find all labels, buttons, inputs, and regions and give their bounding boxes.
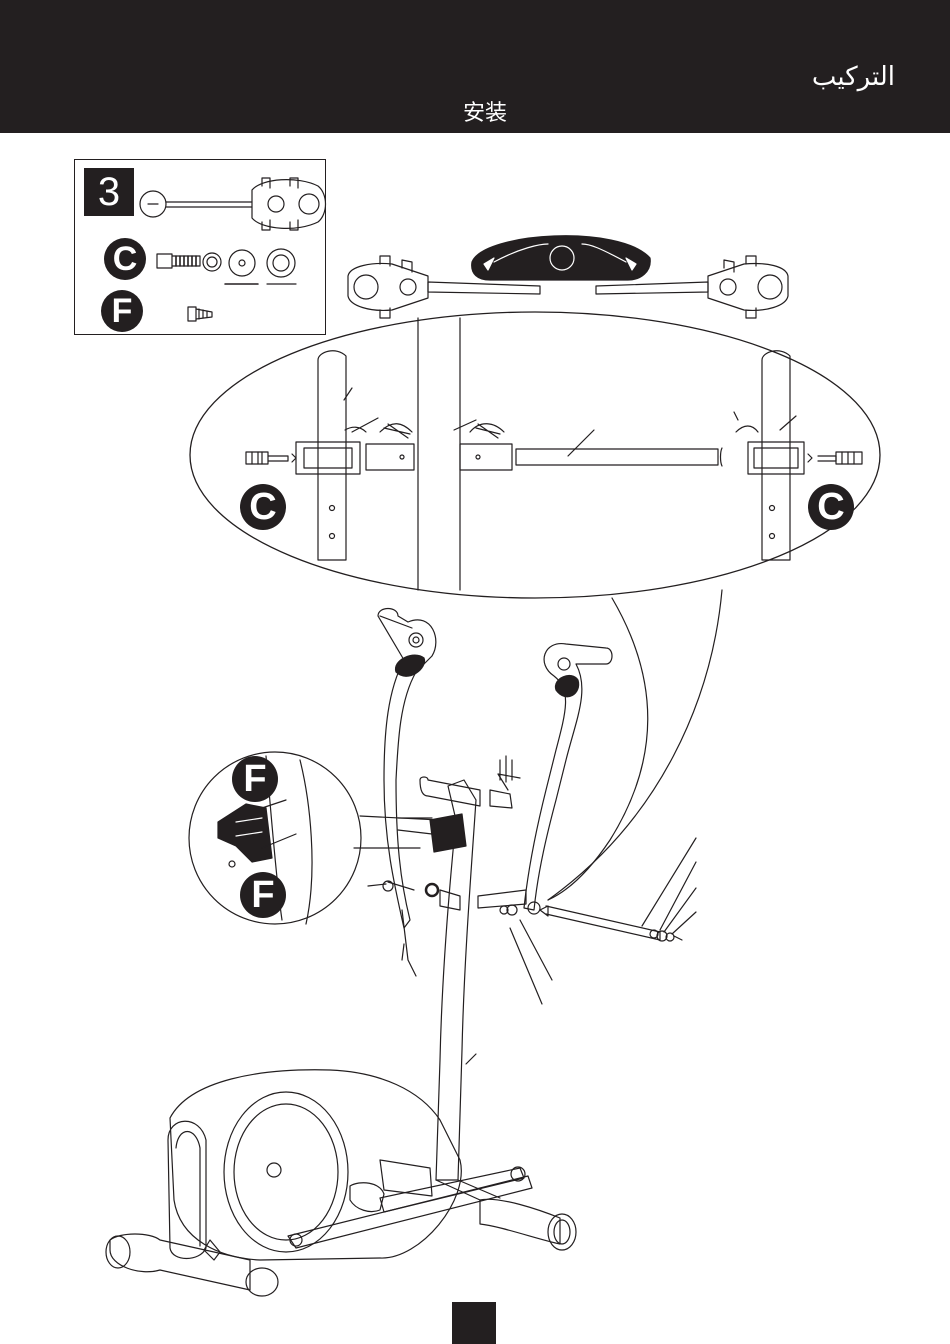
right-moving-handle [524, 644, 612, 910]
detail-center-sleeve [454, 420, 512, 470]
inset-circle-bracket [189, 752, 440, 924]
parts-bolt-c-drawing [157, 249, 296, 284]
detail-right-c-label: C [808, 484, 854, 530]
detail-left-c-label: C [240, 484, 286, 530]
parts-handlebar-drawing [140, 178, 326, 230]
inset-top-f-label: F [232, 756, 278, 802]
parts-screw-f-drawing [188, 307, 212, 321]
base-stabilizers [106, 1180, 576, 1296]
handlebar-console-drawing [348, 236, 788, 318]
flywheel-frame [168, 1070, 532, 1260]
guide-lines [418, 318, 460, 590]
detail-crossbar [516, 430, 722, 466]
left-moving-handle [378, 609, 436, 929]
detail-left-sleeve [366, 424, 414, 470]
page-number-box [452, 1302, 496, 1344]
detail-right-upright [734, 351, 862, 560]
inset-bottom-f-label: F [240, 872, 286, 918]
